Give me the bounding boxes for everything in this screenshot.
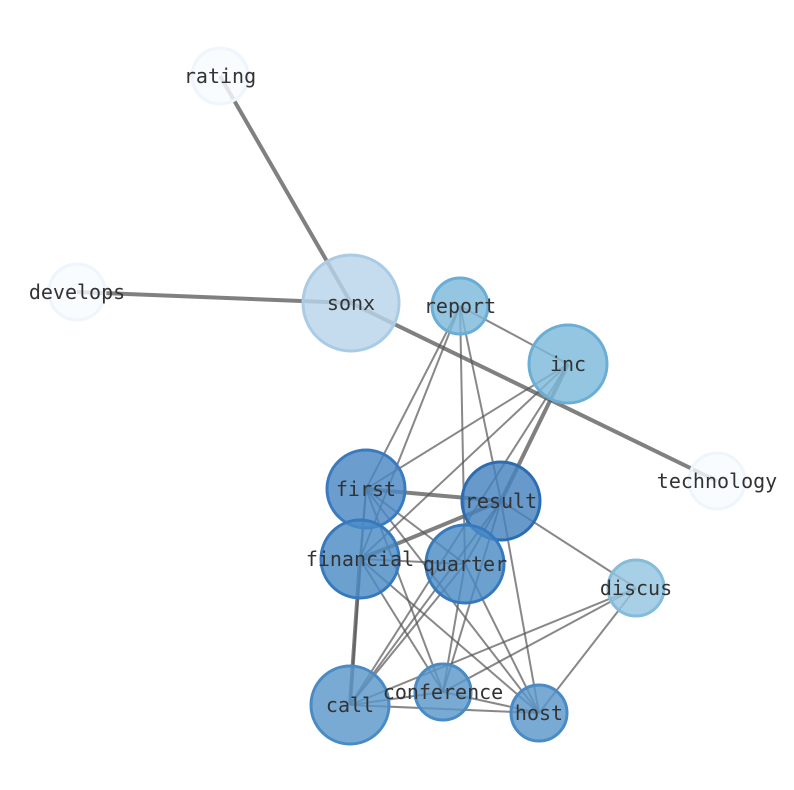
node-label-financial: financial — [306, 547, 414, 571]
edge-report-quarter — [459, 305, 466, 565]
node-label-rating: rating — [184, 64, 256, 88]
node-label-quarter: quarter — [423, 552, 507, 576]
node-label-inc: inc — [550, 352, 586, 376]
labels-layer: rating develops sonx report inc technology fir… — [29, 64, 777, 725]
node-discus — [606, 558, 666, 618]
node-label-call: call — [326, 693, 374, 717]
node-label-develops: develops — [29, 280, 125, 304]
edge-discus-conference — [442, 587, 637, 693]
node-conference — [413, 662, 473, 722]
edge-discus-call — [349, 587, 637, 706]
node-result — [460, 460, 542, 542]
node-quarter — [424, 523, 506, 605]
node-inc — [527, 323, 609, 405]
node-rating — [190, 46, 250, 106]
node-host — [509, 683, 569, 743]
edge-sonx-technology — [350, 301, 718, 483]
node-report — [430, 276, 490, 336]
nodes-layer — [47, 46, 747, 746]
edges-layer — [76, 75, 718, 714]
node-call — [309, 664, 391, 746]
node-label-host: host — [515, 701, 563, 725]
node-label-discus: discus — [600, 576, 672, 600]
node-label-conference: conference — [383, 680, 503, 704]
node-sonx — [301, 253, 401, 353]
node-label-report: report — [424, 294, 496, 318]
node-technology — [687, 451, 747, 511]
node-develops — [47, 262, 107, 322]
node-label-first: first — [336, 477, 396, 501]
node-label-sonx: sonx — [327, 291, 375, 315]
node-financial — [319, 518, 401, 600]
node-label-technology: technology — [657, 469, 777, 493]
node-label-result: result — [465, 489, 537, 513]
